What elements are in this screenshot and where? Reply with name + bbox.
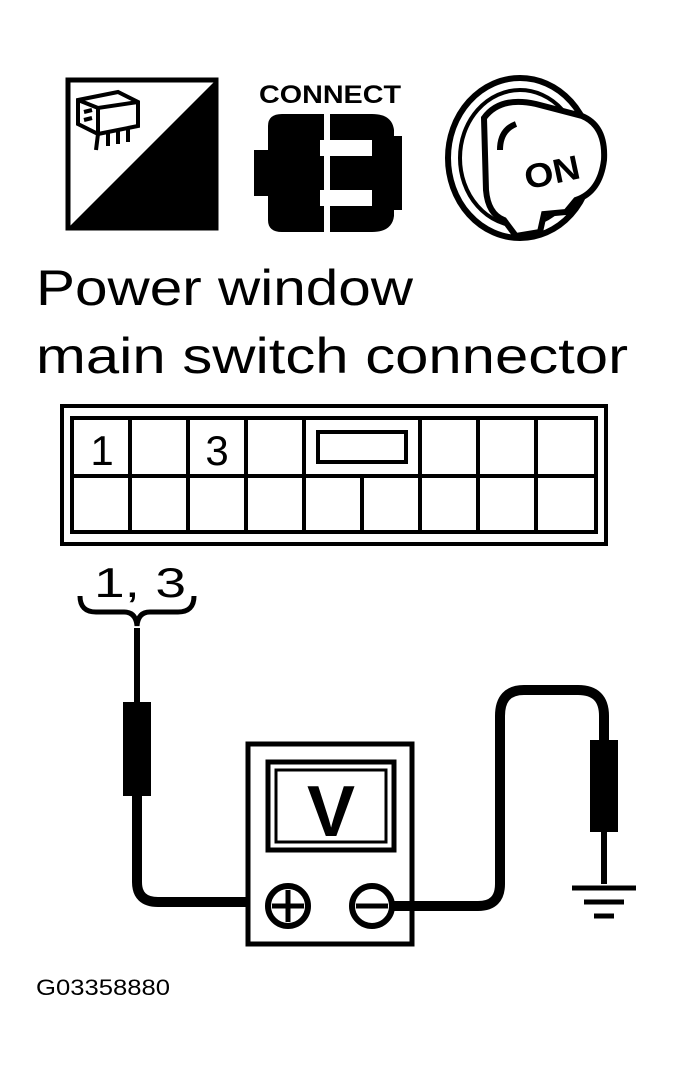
minus-terminal-icon xyxy=(349,883,395,929)
connect-icon: CONNECT xyxy=(254,81,402,232)
connector-face xyxy=(60,404,608,546)
ground-icon xyxy=(572,885,636,919)
connector-lock-tab xyxy=(316,430,408,464)
connect-label: CONNECT xyxy=(259,81,401,109)
negative-test-lead xyxy=(392,685,618,911)
connector-sketch-icon xyxy=(76,89,140,151)
harness-side-label: H.S. xyxy=(124,187,206,229)
connector-pin-1: 1 xyxy=(90,427,113,474)
probe-brace xyxy=(77,595,197,627)
voltmeter: V xyxy=(245,741,415,947)
harness-side-icon: H.S. xyxy=(65,77,219,231)
title-line-2: main switch connector xyxy=(36,328,628,384)
title-line-1: Power window xyxy=(36,260,414,316)
positive-test-lead xyxy=(123,628,262,907)
plus-terminal-icon xyxy=(265,883,311,929)
figure-id: G03358880 xyxy=(36,975,170,1000)
probe-pin-label: 1, 3 xyxy=(94,559,186,606)
connector-pin-3: 3 xyxy=(205,427,228,474)
ignition-key-on-icon: ON xyxy=(445,75,608,241)
voltmeter-symbol: V xyxy=(307,772,355,852)
